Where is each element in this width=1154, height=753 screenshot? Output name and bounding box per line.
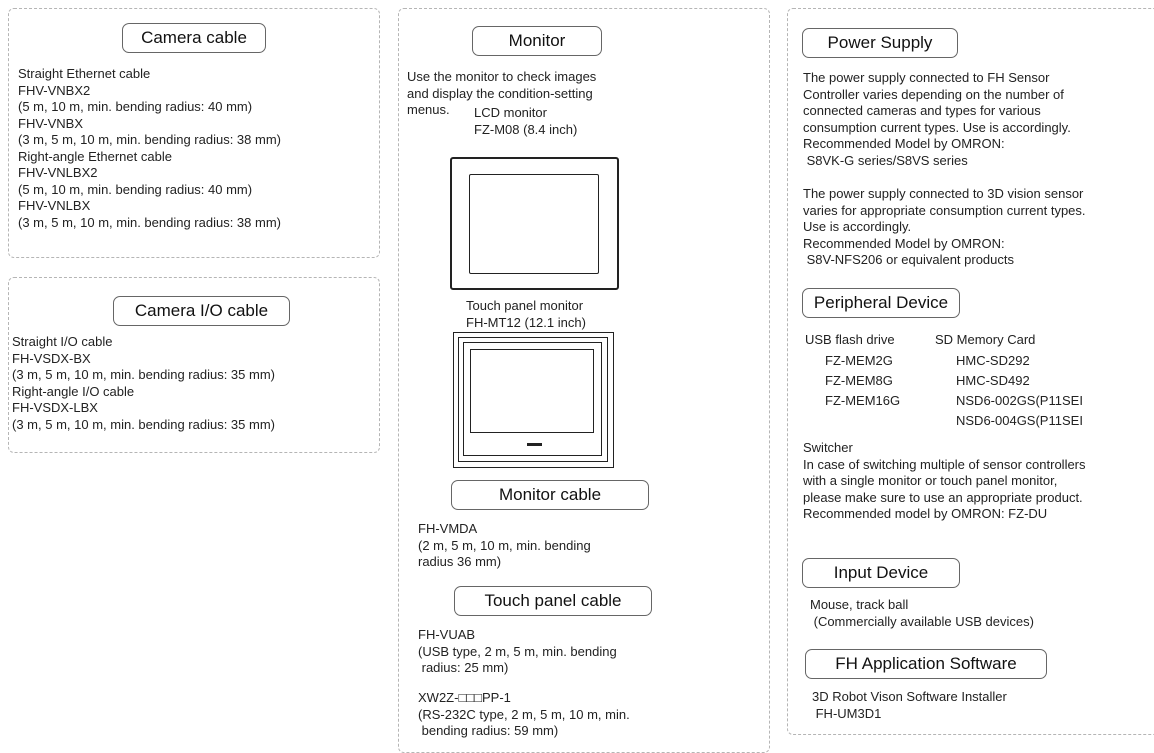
text-line: The power supply connected to 3D vision …	[803, 186, 1084, 201]
spec-line: (RS-232C type, 2 m, 5 m, 10 m, min.	[418, 706, 630, 722]
power-supply-3d: The power supply connected to 3D vision …	[803, 186, 1086, 269]
text-line: Controller varies depending on the numbe…	[803, 86, 1064, 102]
touch-panel-cable-usb-specs: FH-VUAB (USB type, 2 m, 5 m, min. bendin…	[418, 627, 617, 677]
spec-line: FH-VSDX-BX	[12, 350, 91, 366]
touch-panel-cable-title: Touch panel cable	[454, 586, 652, 616]
spec-line: XW2Z-□□□PP-1	[418, 690, 511, 705]
lcd-monitor-name: LCD monitor	[474, 105, 547, 120]
touch-panel-cable-rs232c-specs: XW2Z-□□□PP-1 (RS-232C type, 2 m, 5 m, 10…	[418, 690, 630, 740]
switcher-section: Switcher In case of switching multiple o…	[803, 440, 1086, 523]
touch-panel-monitor-image	[453, 332, 614, 468]
camera-io-cable-title: Camera I/O cable	[113, 296, 290, 326]
fh-application-software-title: FH Application Software	[805, 649, 1047, 679]
spec-line: FH-VMDA	[418, 521, 478, 536]
camera-io-cable-panel	[8, 277, 380, 453]
text-line: (Commercially available USB devices)	[810, 613, 1034, 629]
spec-line: Straight Ethernet cable	[18, 66, 151, 81]
peripheral-device-title: Peripheral Device	[802, 288, 960, 318]
right-panel	[787, 8, 1154, 735]
spec-line: (2 m, 5 m, 10 m, min. bending	[418, 537, 591, 553]
text-line: S8V-NFS206 or equivalent products	[803, 252, 1015, 267]
text-line: Recommended Model by OMRON:	[803, 136, 1005, 151]
camera-cable-title: Camera cable	[122, 23, 266, 53]
monitor-cable-specs: FH-VMDA (2 m, 5 m, 10 m, min. bending ra…	[418, 521, 591, 571]
sd-memory-card-list: HMC-SD292 HMC-SD492 NSD6-002GS(P11SEI NS…	[956, 351, 1083, 431]
lcd-monitor-image	[450, 157, 619, 290]
camera-cable-specs: Straight Ethernet cable FHV-VNBX2 (5 m, …	[18, 66, 281, 231]
touch-panel-screen	[470, 349, 594, 433]
text-line: please make sure to use an appropriate p…	[803, 489, 1083, 505]
usb-flash-drive-heading: USB flash drive	[805, 332, 895, 347]
sd-memory-card-heading: SD Memory Card	[935, 332, 1036, 347]
spec-line: (5 m, 10 m, min. bending radius: 40 mm)	[18, 99, 253, 114]
list-item: FZ-MEM8G	[825, 373, 893, 388]
text-line: FH-UM3D1	[812, 705, 882, 721]
list-item: HMC-SD492	[956, 373, 1030, 388]
spec-line: (5 m, 10 m, min. bending radius: 40 mm)	[18, 181, 253, 197]
camera-cable-panel	[8, 8, 380, 258]
text-line: Mouse, track ball	[810, 597, 909, 612]
list-item: HMC-SD292	[956, 353, 1030, 368]
spec-line: bending radius: 59 mm)	[418, 723, 559, 738]
text-line: Use is accordingly.	[803, 219, 912, 234]
switcher-heading: Switcher	[803, 440, 853, 455]
spec-line: (USB type, 2 m, 5 m, min. bending	[418, 643, 617, 659]
description-line: Use the monitor to check images	[407, 69, 597, 84]
text-line: 3D Robot Vison Software Installer	[812, 689, 1007, 704]
text-line: varies for appropriate consumption curre…	[803, 202, 1086, 218]
spec-line: FH-VSDX-LBX	[12, 400, 98, 415]
text-line: with a single monitor or touch panel mon…	[803, 473, 1058, 488]
spec-line: (3 m, 5 m, 10 m, min. bending radius: 35…	[12, 367, 275, 382]
text-line: Recommended model by OMRON: FZ-DU	[803, 506, 1048, 521]
touch-panel-monitor-label: Touch panel monitor FH-MT12 (12.1 inch)	[466, 298, 586, 331]
spec-line: FH-VUAB	[418, 627, 476, 642]
input-device-title: Input Device	[802, 558, 960, 588]
spec-line: radius 36 mm)	[418, 554, 502, 569]
description-line: menus.	[407, 102, 450, 117]
spec-line: FHV-VNBX2	[18, 82, 91, 98]
power-supply-title: Power Supply	[802, 28, 958, 58]
spec-line: (3 m, 5 m, 10 m, min. bending radius: 38…	[18, 132, 281, 147]
spec-line: FHV-VNLBX	[18, 198, 91, 213]
usb-flash-drive-list: FZ-MEM2G FZ-MEM8G FZ-MEM16G	[825, 351, 900, 411]
touch-panel-monitor-name: Touch panel monitor	[466, 298, 584, 313]
text-line: S8VK-G series/S8VS series	[803, 152, 968, 168]
lcd-screen	[469, 174, 599, 274]
input-device-specs: Mouse, track ball (Commercially availabl…	[810, 597, 1034, 630]
fh-application-software-specs: 3D Robot Vison Software Installer FH-UM3…	[812, 689, 1007, 722]
list-item: NSD6-004GS(P11SEI	[956, 413, 1083, 428]
monitor-title: Monitor	[472, 26, 602, 56]
description-line: and display the condition-setting	[407, 85, 593, 101]
monitor-cable-title: Monitor cable	[451, 480, 649, 510]
spec-line: Straight I/O cable	[12, 334, 113, 349]
touch-panel-monitor-model: FH-MT12 (12.1 inch)	[466, 314, 586, 330]
text-line: Recommended Model by OMRON:	[803, 235, 1005, 251]
camera-io-cable-specs: Straight I/O cable FH-VSDX-BX (3 m, 5 m,…	[12, 334, 275, 433]
text-line: connected cameras and types for various	[803, 103, 1041, 118]
touch-panel-button	[527, 443, 542, 446]
lcd-monitor-model: FZ-M08 (8.4 inch)	[474, 121, 578, 137]
spec-line: (3 m, 5 m, 10 m, min. bending radius: 35…	[12, 416, 275, 432]
power-supply-fh: The power supply connected to FH Sensor …	[803, 70, 1071, 169]
touch-panel-frame	[463, 342, 602, 456]
spec-line: FHV-VNBX	[18, 115, 84, 131]
spec-line: Right-angle Ethernet cable	[18, 148, 172, 164]
lcd-monitor-label: LCD monitor FZ-M08 (8.4 inch)	[474, 105, 577, 138]
monitor-description: Use the monitor to check images and disp…	[407, 69, 596, 119]
touch-panel-bezel	[458, 337, 608, 462]
text-line: The power supply connected to FH Sensor	[803, 70, 1050, 85]
list-item: FZ-MEM16G	[825, 393, 901, 408]
spec-line: (3 m, 5 m, 10 m, min. bending radius: 38…	[18, 214, 281, 230]
spec-line: FHV-VNLBX2	[18, 165, 98, 180]
text-line: In case of switching multiple of sensor …	[803, 456, 1086, 472]
spec-line: Right-angle I/O cable	[12, 383, 135, 399]
spec-line: radius: 25 mm)	[418, 660, 509, 675]
list-item: FZ-MEM2G	[825, 353, 893, 368]
list-item: NSD6-002GS(P11SEI	[956, 393, 1083, 408]
text-line: consumption current types. Use is accord…	[803, 119, 1071, 135]
